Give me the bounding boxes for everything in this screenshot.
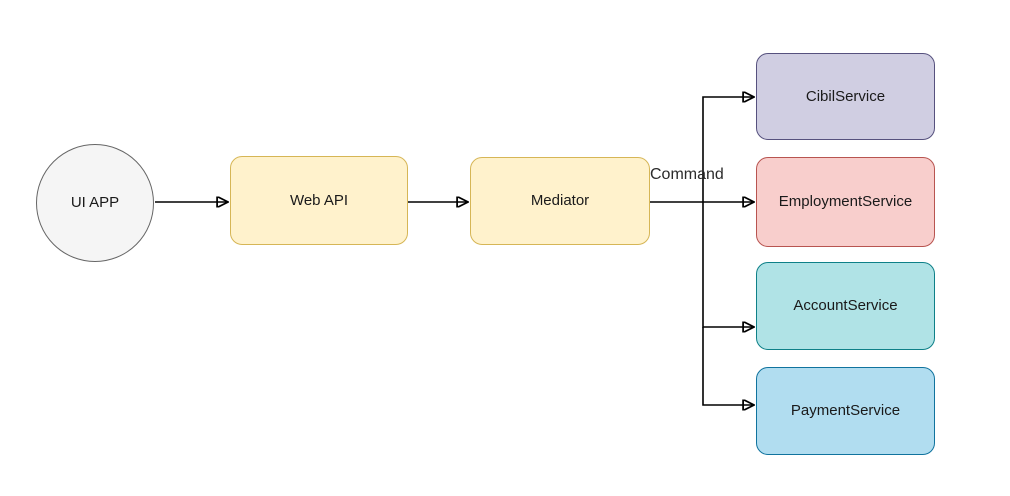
node-mediator: Mediator [470,157,650,245]
node-web-api-label: Web API [289,191,349,209]
edge-mediator-cibilservice [702,97,753,202]
node-account-service: AccountService [756,262,935,350]
node-cibil-service-label: CibilService [805,87,886,105]
node-payment-service: PaymentService [756,367,935,455]
node-employment-service: EmploymentService [756,157,935,247]
node-employment-service-label: EmploymentService [778,193,913,210]
node-web-api: Web API [230,156,408,245]
node-ui-app-label: UI APP [70,194,120,211]
node-cibil-service: CibilService [756,53,935,140]
node-account-service-label: AccountService [793,297,898,314]
node-payment-service-label: PaymentService [790,402,901,419]
edge-mediator-paymentservice [702,327,753,405]
edge-label-command: Command [650,166,724,183]
edge-mediator-accountservice [702,202,753,327]
node-mediator-label: Mediator [530,192,590,209]
node-ui-app: UI APP [36,144,154,262]
